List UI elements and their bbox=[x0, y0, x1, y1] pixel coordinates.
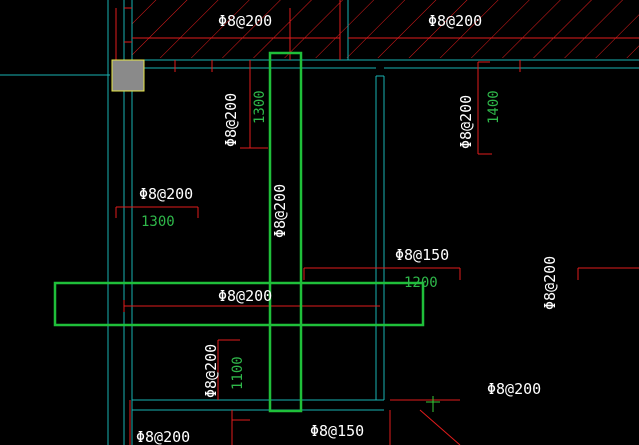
dim-upper-right[interactable]: 1400 bbox=[486, 90, 502, 124]
selected-vertical-rebar[interactable] bbox=[268, 51, 303, 413]
label-top-right-slab[interactable]: Φ8@200 bbox=[428, 12, 482, 30]
rebar-lines[interactable] bbox=[115, 0, 639, 445]
label-horizontal-selected[interactable]: Φ8@200 bbox=[218, 287, 272, 305]
column-block[interactable] bbox=[111, 59, 145, 92]
dim-upper-left[interactable]: 1300 bbox=[252, 90, 268, 124]
selected-horizontal-rebar[interactable] bbox=[53, 281, 425, 327]
label-upper-right-vertical[interactable]: Φ8@200 bbox=[457, 95, 475, 149]
label-left-mid[interactable]: Φ8@200 bbox=[139, 185, 193, 203]
hatched-slab-region[interactable] bbox=[132, 0, 639, 58]
label-right-mid[interactable]: Φ8@150 bbox=[395, 246, 449, 264]
crosshair-marker bbox=[426, 396, 440, 412]
label-top-left-slab[interactable]: Φ8@200 bbox=[218, 12, 272, 30]
label-far-right-vertical[interactable]: Φ8@200 bbox=[541, 256, 559, 310]
label-bottom-mid[interactable]: Φ8@150 bbox=[310, 422, 364, 440]
label-lower-left-vertical[interactable]: Φ8@200 bbox=[202, 344, 220, 398]
label-bottom-left[interactable]: Φ8@200 bbox=[136, 428, 190, 445]
label-center-vertical[interactable]: Φ8@200 bbox=[271, 184, 289, 238]
dim-left-mid[interactable]: 1300 bbox=[141, 214, 175, 230]
dim-right-mid[interactable]: 1200 bbox=[404, 275, 438, 291]
label-lower-right[interactable]: Φ8@200 bbox=[487, 380, 541, 398]
label-upper-left-vertical[interactable]: Φ8@200 bbox=[222, 93, 240, 147]
dim-lower-left[interactable]: 1100 bbox=[230, 356, 246, 390]
